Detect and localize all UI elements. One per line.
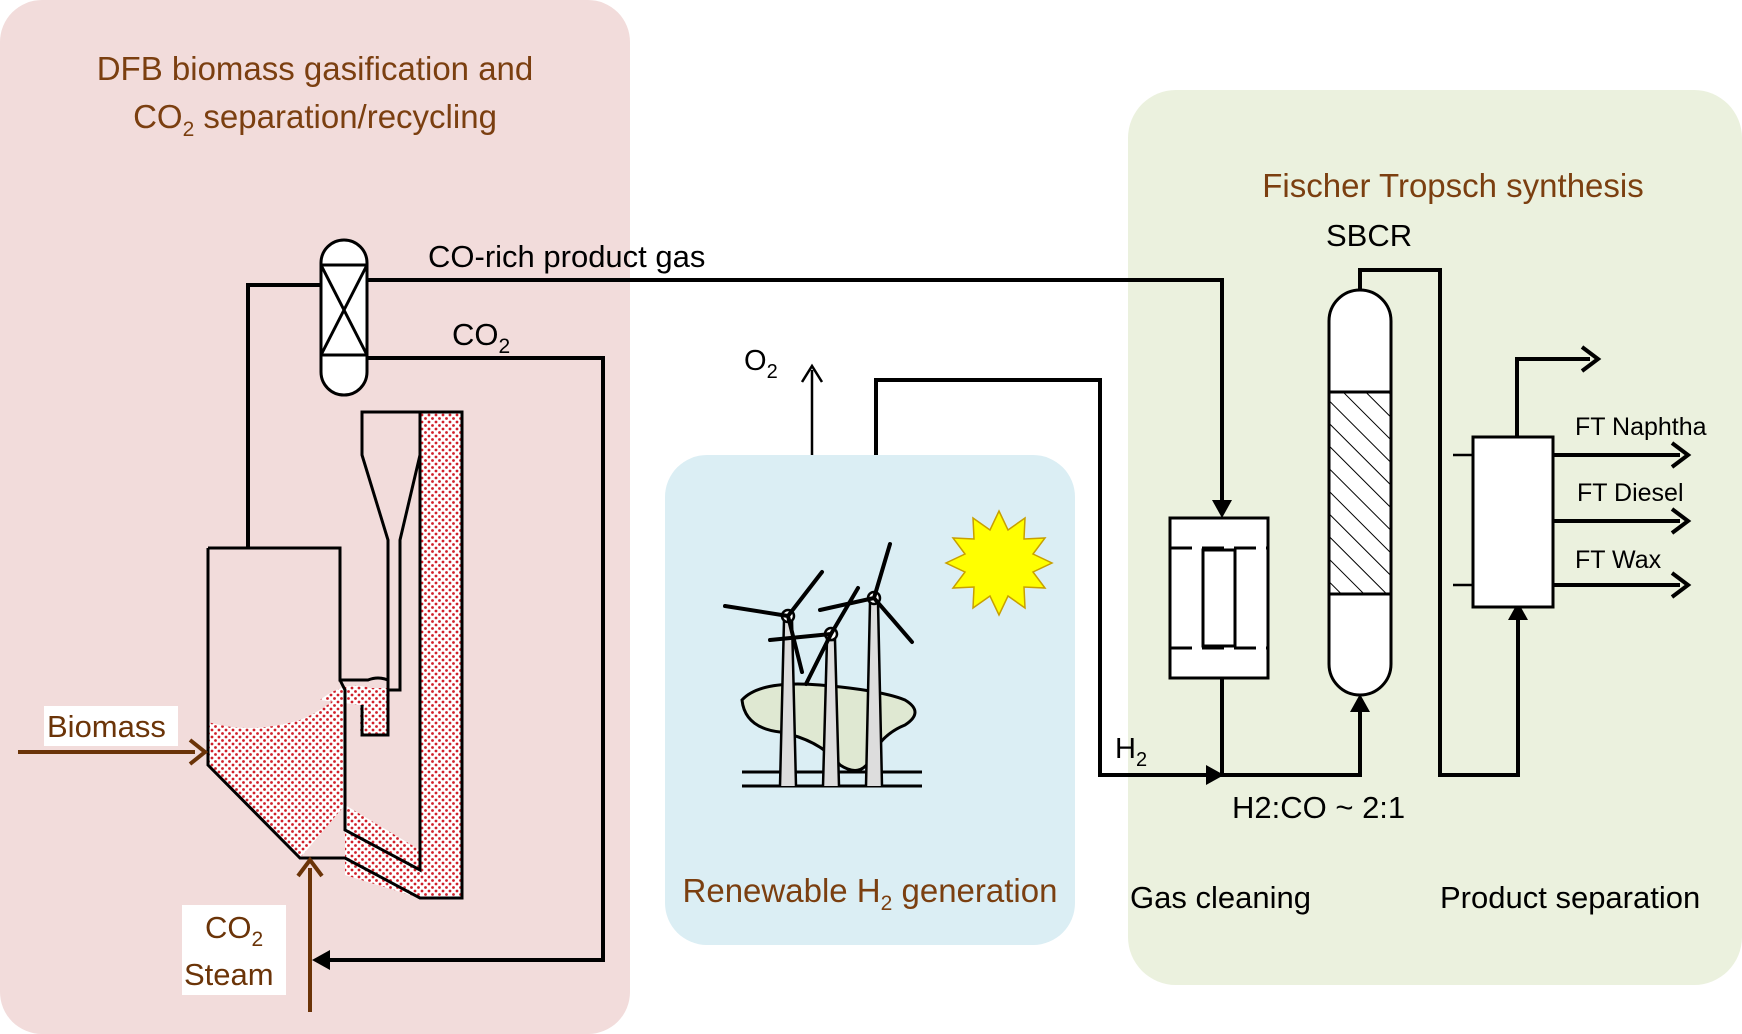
sun-icon xyxy=(944,509,1054,617)
ft-naphtha-label: FT Naphtha xyxy=(1575,413,1707,441)
h2-line xyxy=(874,378,1208,777)
h2-label: H2 xyxy=(1115,733,1147,771)
combustor-bed xyxy=(345,412,462,898)
light-gas-line xyxy=(1515,357,1590,437)
co2-recycle-line xyxy=(330,356,605,962)
gasifier-bed xyxy=(208,690,345,858)
clean-gas-line xyxy=(1220,678,1362,777)
steam-label: Steam xyxy=(184,957,274,992)
dfb-gasifier xyxy=(206,275,464,900)
co2-bottom-label: CO2 xyxy=(205,910,263,951)
ft-wax-label: FT Wax xyxy=(1575,546,1662,574)
gasification-title-line1: DFB biomass gasification and xyxy=(97,50,534,87)
ratio-label: H2:CO ~ 2:1 xyxy=(1232,790,1405,825)
sbcr-outlet-line xyxy=(1358,268,1520,777)
product-separation-label: Product separation xyxy=(1440,880,1700,915)
gas-cleaning-label: Gas cleaning xyxy=(1130,880,1311,915)
gasification-panel xyxy=(0,0,630,1034)
wind-turbine-icon xyxy=(723,542,922,788)
product-separation-column xyxy=(1471,435,1555,609)
gas-cleaning-unit xyxy=(1168,516,1270,680)
co2-top-label: CO2 xyxy=(452,317,510,358)
sbcr-label: SBCR xyxy=(1326,218,1412,253)
co2-steam-label-bg xyxy=(182,905,286,995)
biomass-label-bg xyxy=(44,706,178,746)
co-rich-gas-line xyxy=(367,278,1224,500)
fischer-title: Fischer Tropsch synthesis xyxy=(1262,167,1643,204)
loop-seal-bed xyxy=(320,685,388,735)
o2-label: O2 xyxy=(744,345,778,383)
co-rich-gas-label: CO-rich product gas xyxy=(428,239,705,274)
ft-diesel-label: FT Diesel xyxy=(1577,479,1684,507)
sbcr-reactor xyxy=(1327,288,1393,697)
co2-separation-column xyxy=(319,238,369,397)
biomass-label: Biomass xyxy=(47,709,166,744)
renewable-title: Renewable H2 generation xyxy=(683,872,1058,915)
fischer-panel xyxy=(1128,90,1742,985)
gasification-title-line2: CO2 separation/recycling xyxy=(133,98,497,141)
